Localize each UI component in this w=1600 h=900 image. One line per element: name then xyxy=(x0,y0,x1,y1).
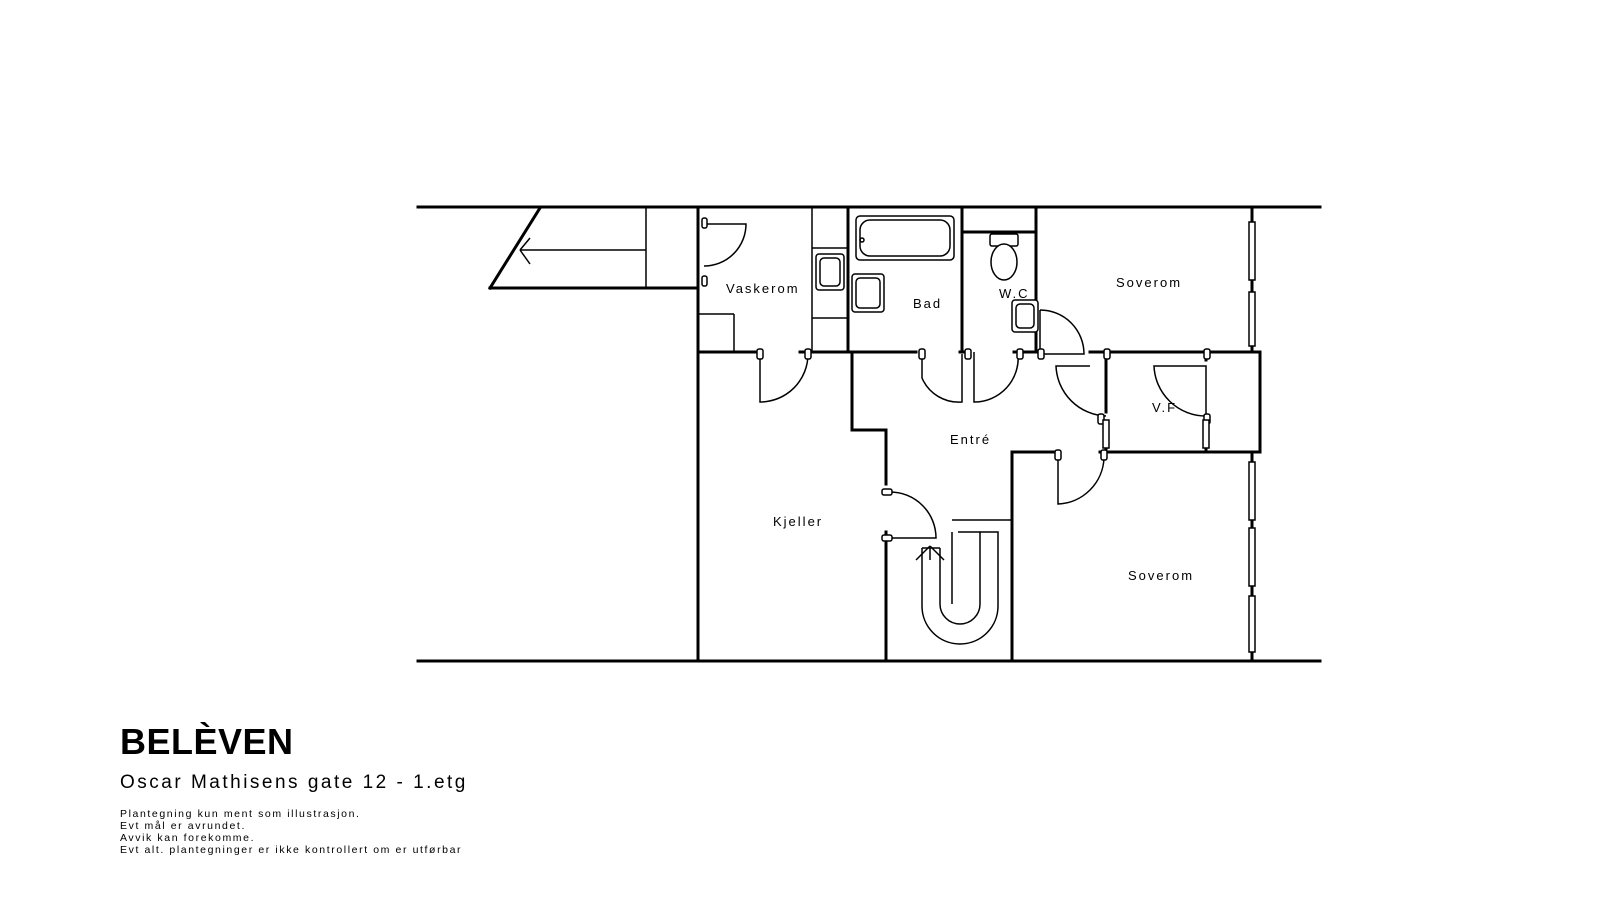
windows xyxy=(1248,205,1256,663)
room-label-wc: W.C xyxy=(999,286,1030,301)
disclaimer-line: Avvik kan forekomme. xyxy=(120,832,256,844)
title-block: BELÈVEN Oscar Mathisens gate 12 - 1.etg … xyxy=(120,721,468,857)
disclaimer-notes: Plantegning kun ment som illustrasjon. E… xyxy=(120,808,468,856)
staircase-top xyxy=(487,205,700,291)
doors xyxy=(701,217,1211,542)
room-label-vf: V.F xyxy=(1152,400,1177,415)
disclaimer-line: Plantegning kun ment som illustrasjon. xyxy=(120,808,361,820)
room-label-soverom-bottom: Soverom xyxy=(1128,568,1194,583)
room-label-entre: Entré xyxy=(950,432,991,447)
staircase-bottom xyxy=(915,531,999,645)
outer-walls xyxy=(416,205,1322,663)
brand-logo: BELÈVEN xyxy=(120,721,294,762)
room-labels: Vaskerom Bad W.C Soverom V.F Entré Kjell… xyxy=(726,275,1194,583)
room-label-soverom-top: Soverom xyxy=(1116,275,1182,290)
disclaimer-line: Evt mål er avrundet. xyxy=(120,820,246,832)
fixtures xyxy=(815,215,1039,333)
interior-walls xyxy=(696,205,1262,663)
disclaimer-line: Evt alt. plantegninger er ikke kontrolle… xyxy=(120,844,463,856)
room-label-kjeller: Kjeller xyxy=(773,514,823,529)
address-line: Oscar Mathisens gate 12 - 1.etg xyxy=(120,772,468,793)
room-label-bad: Bad xyxy=(913,296,942,311)
room-label-vaskerom: Vaskerom xyxy=(726,281,800,296)
